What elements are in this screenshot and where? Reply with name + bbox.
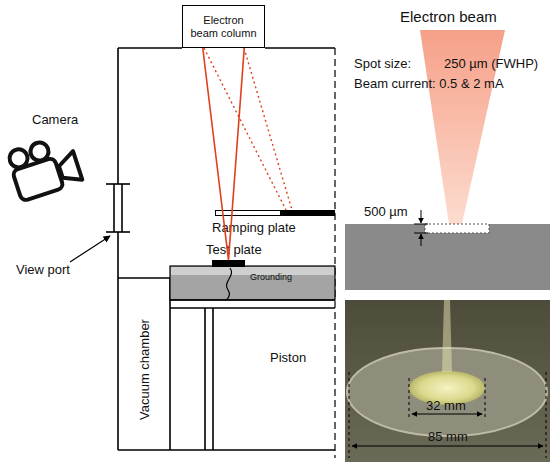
spec-value: 250 µm (FWHP) xyxy=(444,56,538,71)
spec-label: Beam current: 0.5 & 2 mA xyxy=(354,76,504,91)
dimension-line xyxy=(421,210,422,223)
beam-label: Electron beam xyxy=(400,8,497,25)
node-label: Electron beam column xyxy=(183,14,264,40)
leader-line xyxy=(70,236,110,262)
test-plate: Test plate xyxy=(212,260,245,267)
grounding-wire xyxy=(226,268,232,300)
dimension-tick xyxy=(414,224,428,225)
node-label: Test plate xyxy=(206,242,286,257)
node-label: Piston xyxy=(270,350,330,365)
piston-region: Piston xyxy=(270,350,330,370)
substrate-slab xyxy=(345,224,550,290)
light-streak xyxy=(442,300,452,372)
melt-slot xyxy=(425,224,489,233)
electron-beam xyxy=(203,48,245,260)
dimension-line xyxy=(421,234,422,246)
node-label: Vacuum chamber xyxy=(137,300,152,440)
grounding-label: Grounding xyxy=(250,272,292,283)
dimension-label: 32 mm xyxy=(426,398,466,413)
dimension-tick xyxy=(414,233,428,234)
symmetry-axis xyxy=(334,48,335,458)
port-label: View port xyxy=(16,262,70,277)
spec-label: Spot size: xyxy=(354,56,411,71)
dimension-lines xyxy=(349,372,546,458)
node-label: Ramping plate xyxy=(212,220,322,235)
view-port xyxy=(106,184,130,232)
deflected-beam xyxy=(204,48,292,210)
camera-icon xyxy=(6,133,83,201)
chamber-region: Vacuum chamber Ramping plateTest platePis… xyxy=(118,48,335,450)
dimension-label: 500 µm xyxy=(364,204,408,219)
camera-label: Camera xyxy=(32,112,78,127)
ramping-plate: Ramping plate xyxy=(215,210,335,216)
chamber-wall xyxy=(118,48,335,450)
photo-background xyxy=(345,300,550,462)
piston-rods xyxy=(170,300,335,450)
sample-holder xyxy=(170,266,335,300)
dimension-label: 85 mm xyxy=(428,429,468,444)
column-box: Electron beam column xyxy=(182,5,265,48)
